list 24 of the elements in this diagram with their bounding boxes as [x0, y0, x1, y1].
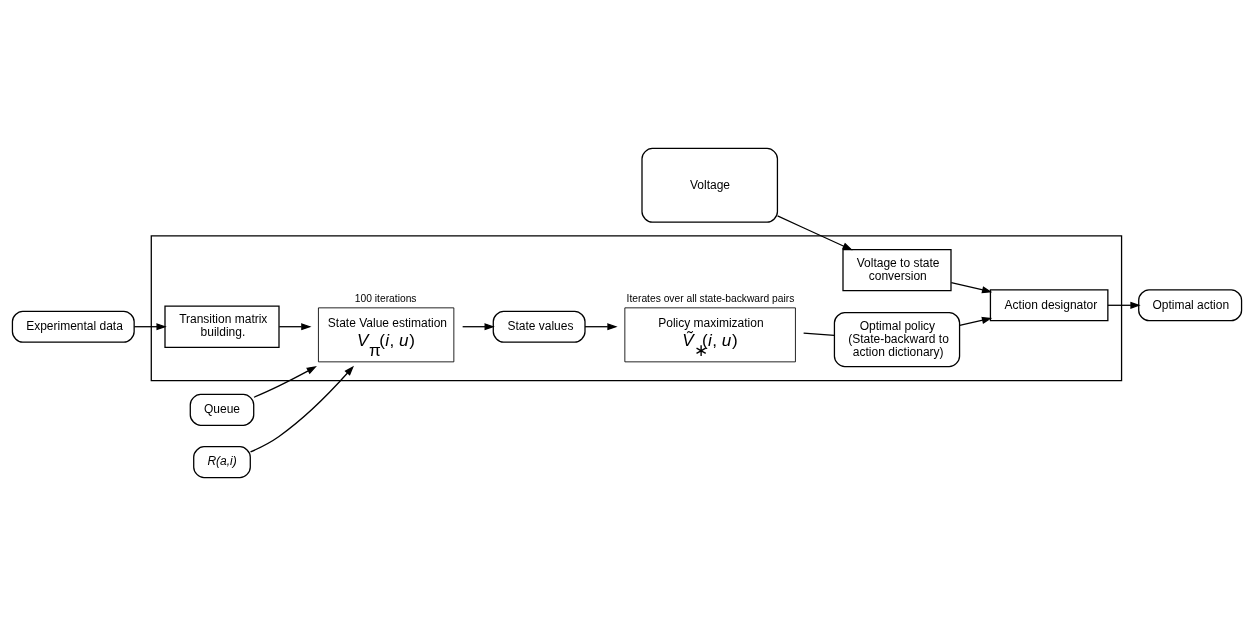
arrow	[959, 316, 993, 327]
arrow	[278, 323, 312, 331]
node-box: Optimal policy (State-backward to action dictionary)	[833, 311, 961, 368]
node-box: Transition matrix building.	[164, 305, 280, 348]
node-box: Voltage to state conversion	[842, 248, 952, 292]
arrow	[462, 323, 495, 331]
node-box: R(a,i)	[193, 446, 251, 479]
cluster	[150, 235, 1123, 382]
node-label: 100 iterations	[354, 292, 417, 304]
arrow	[1107, 301, 1141, 309]
arrow	[249, 365, 354, 453]
node-box: Voltage	[641, 147, 779, 223]
connector	[803, 332, 835, 336]
arrow	[133, 323, 167, 331]
node-box: Queue	[189, 393, 255, 426]
node-label: Iterates over all state-backward pairs	[626, 292, 795, 304]
arrow	[584, 323, 618, 331]
node-box: State values	[492, 310, 586, 343]
arrow	[253, 366, 317, 398]
arrow	[950, 282, 993, 294]
node-box: Action designator	[989, 289, 1109, 322]
node-box: Experimental data	[11, 310, 135, 343]
arrow	[776, 215, 853, 251]
node-box: Optimal action	[1138, 289, 1243, 322]
